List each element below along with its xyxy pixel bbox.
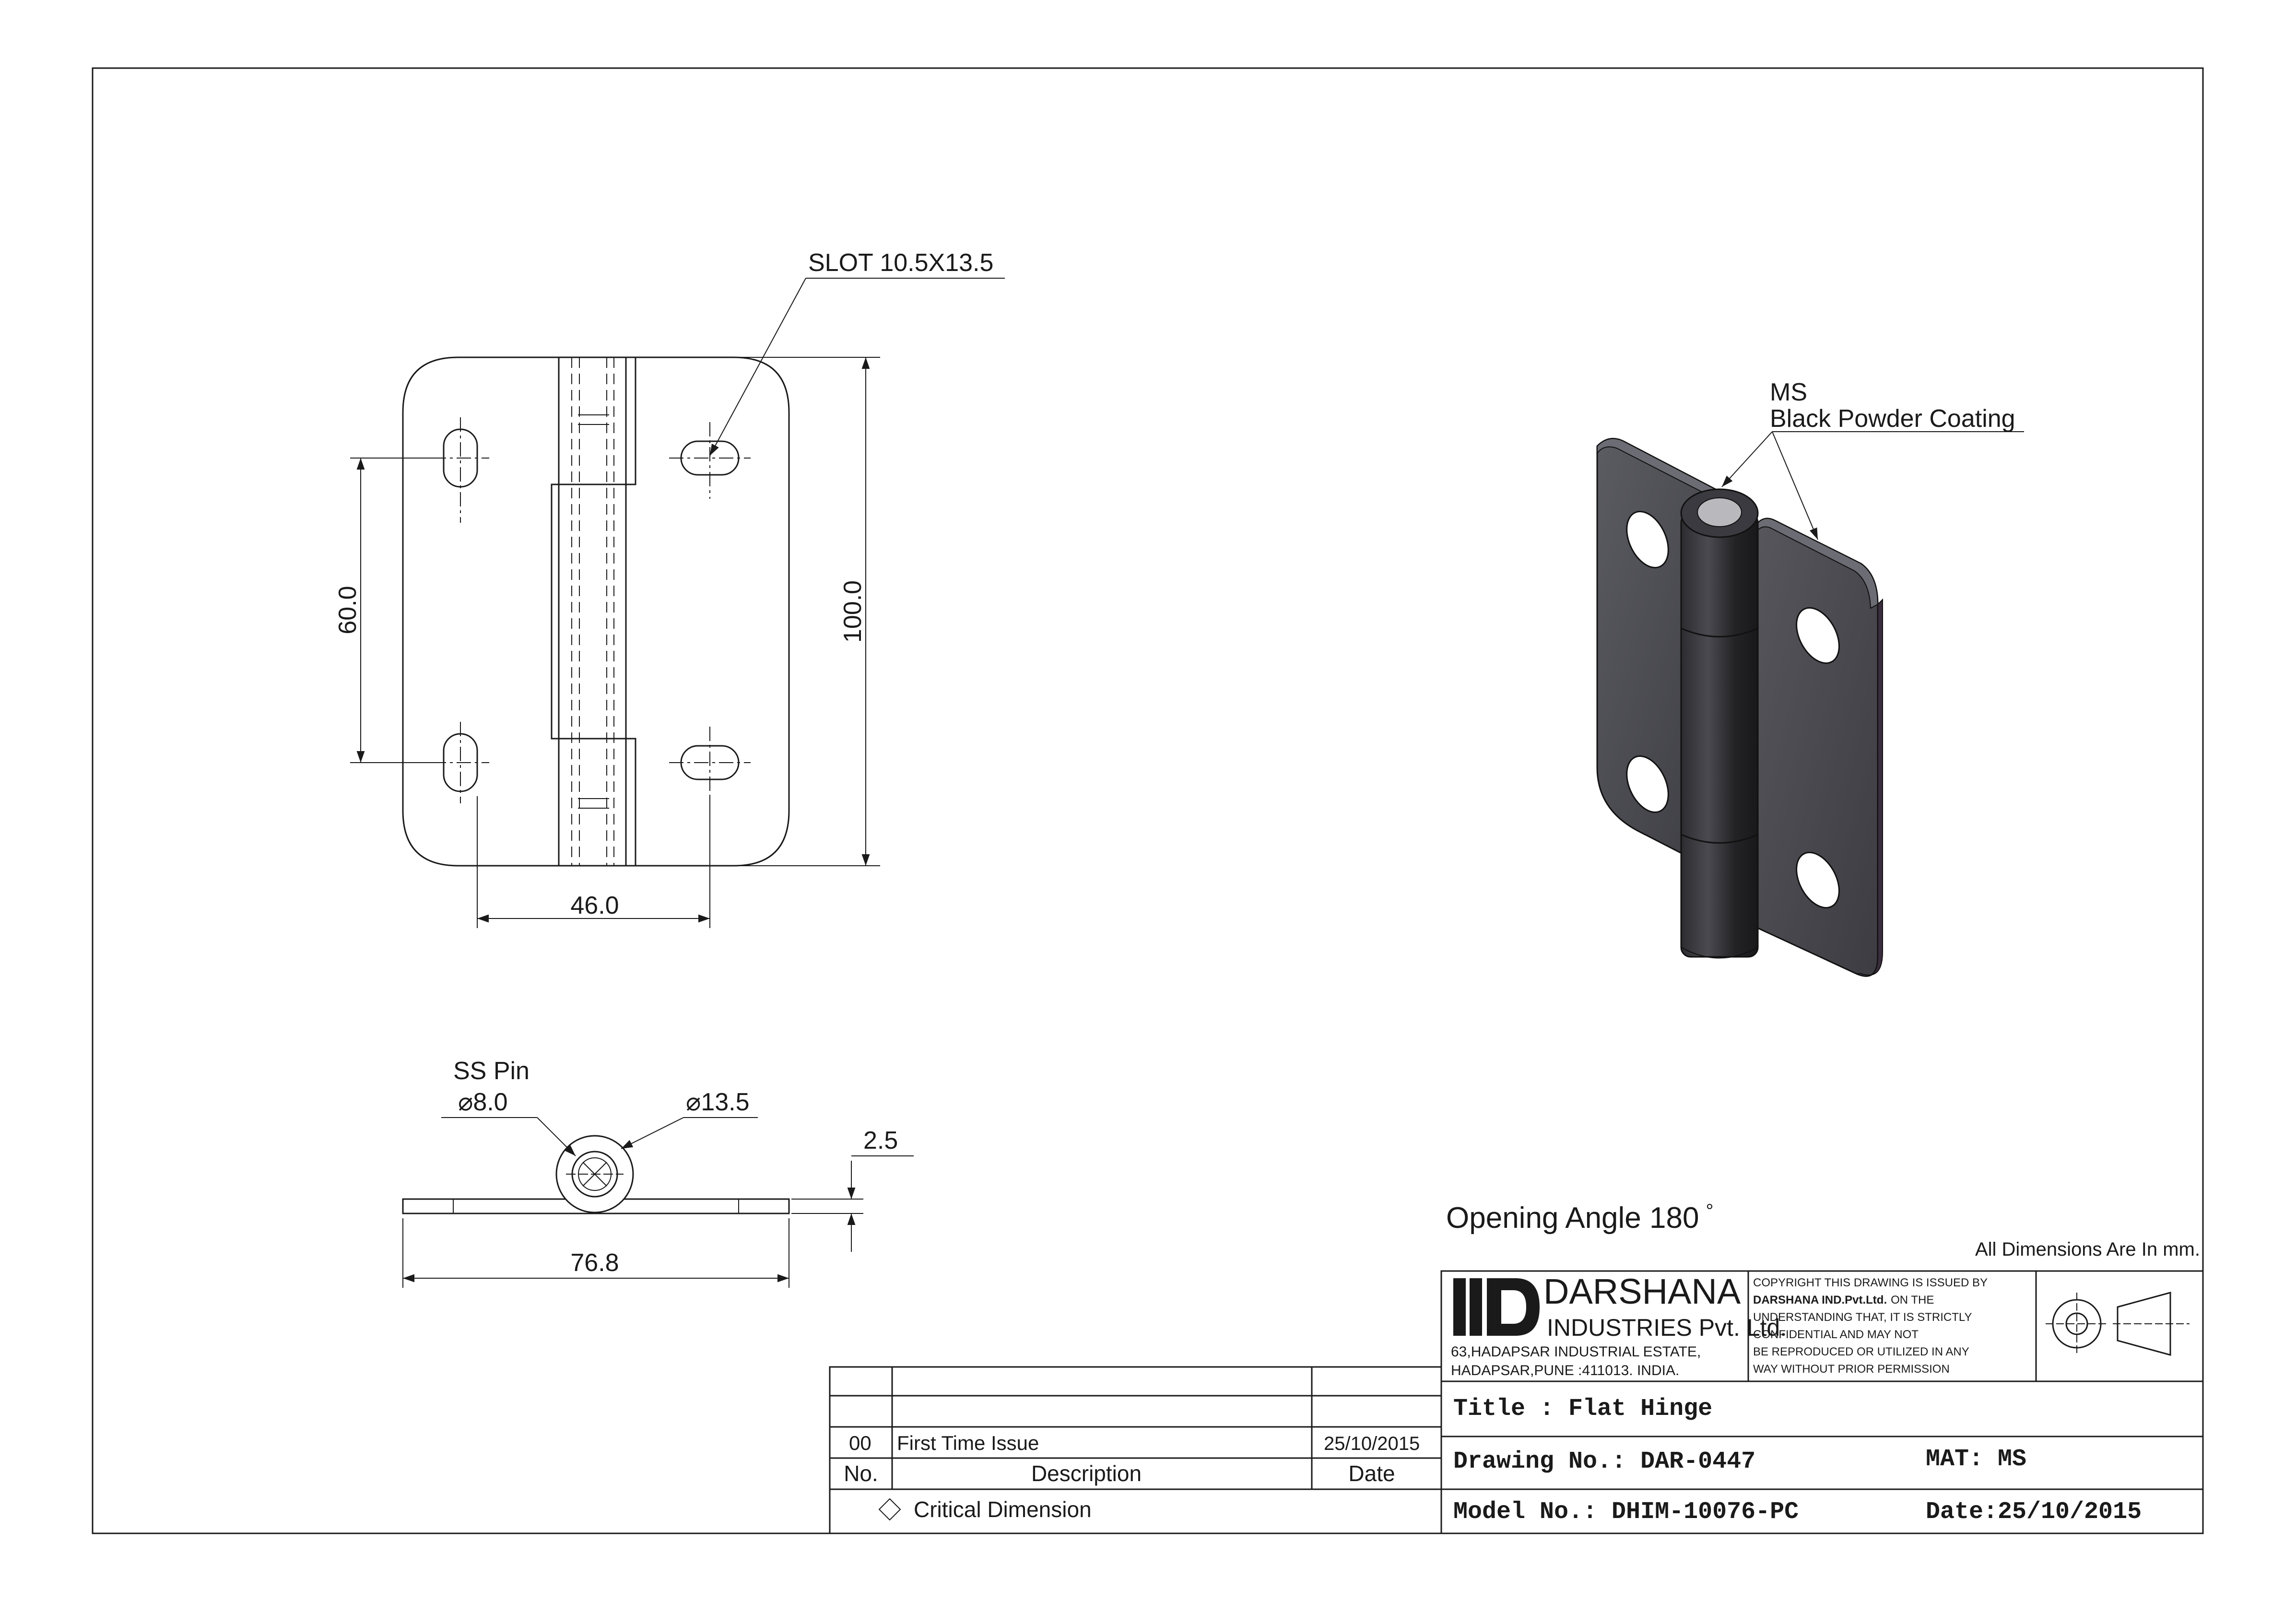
critical-diamond-icon: [878, 1498, 901, 1521]
opening-angle: Opening Angle 180°: [1446, 1201, 1713, 1235]
side-view: [402, 1117, 914, 1288]
company-address-1: 63,HADAPSAR INDUSTRIAL ESTATE,: [1451, 1344, 1701, 1360]
copyright-note: COPYRIGHT THIS DRAWING IS ISSUED BY DARS…: [1753, 1276, 1988, 1376]
material-line1: MS: [1770, 378, 1807, 406]
critical-dimension-note: Critical Dimension: [914, 1497, 1092, 1522]
svg-text:DARSHANA IND.Pvt.Ltd.ON THE: DARSHANA IND.Pvt.Ltd.ON THE: [1753, 1294, 1934, 1307]
drawing-title: Title : Flat Hinge: [1453, 1395, 1712, 1423]
company-address-2: HADAPSAR,PUNE :411013. INDIA.: [1451, 1363, 1679, 1378]
svg-text:CONFIDENTIAL AND MAY NOT: CONFIDENTIAL AND MAY NOT: [1753, 1328, 1919, 1341]
slot-label: SLOT 10.5X13.5: [808, 249, 993, 277]
knuckle-outline: [551, 356, 636, 867]
drawing-date: Date:25/10/2015: [1926, 1498, 2142, 1526]
company-subname: INDUSTRIES Pvt. Ltd.: [1547, 1314, 1787, 1341]
svg-text:BE REPRODUCED OR UTILIZED IN A: BE REPRODUCED OR UTILIZED IN ANY: [1753, 1345, 1969, 1358]
rev-row-no: 00: [849, 1432, 871, 1454]
pin-diameter: ⌀8.0: [458, 1088, 508, 1116]
hinge-barrel: [1680, 512, 1759, 958]
left-leaf-outline: [402, 356, 559, 867]
svg-text:WAY WITHOUT PRIOR PERMISSION: WAY WITHOUT PRIOR PERMISSION: [1753, 1363, 1950, 1376]
drawing-number: Drawing No.: DAR-0447: [1453, 1448, 1755, 1475]
material-line2: Black Powder Coating: [1770, 405, 2015, 433]
model-number: Model No.: DHIM-10076-PC: [1453, 1498, 1799, 1526]
company-logo-icon: [1453, 1278, 1540, 1336]
units-note: All Dimensions Are In mm.: [1975, 1239, 2200, 1260]
dim-height: 100.0: [839, 580, 867, 643]
dim-hole-spacing: 46.0: [570, 892, 619, 919]
company-name: DARSHANA: [1543, 1271, 1741, 1311]
svg-text:UNDERSTANDING THAT, IT IS STRI: UNDERSTANDING THAT, IT IS STRICTLY: [1753, 1311, 1972, 1324]
knuckle-diameter: ⌀13.5: [686, 1088, 750, 1116]
dim-hole-pitch: 60.0: [334, 586, 362, 634]
front-view: [350, 278, 1005, 928]
dim-overall-width: 76.8: [570, 1249, 619, 1277]
pin-label: SS Pin: [453, 1057, 530, 1085]
rev-header-no: No.: [844, 1461, 878, 1486]
material-spec: MAT: MS: [1926, 1446, 2026, 1473]
rev-header-description: Description: [1031, 1461, 1142, 1486]
rev-row-date: 25/10/2015: [1324, 1433, 1420, 1454]
rev-header-date: Date: [1348, 1461, 1395, 1486]
rev-row-description: First Time Issue: [897, 1432, 1039, 1454]
right-leaf-outline: [635, 356, 790, 867]
dim-thickness: 2.5: [863, 1127, 898, 1154]
svg-text:COPYRIGHT THIS DRAWING IS ISSU: COPYRIGHT THIS DRAWING IS ISSUED BY: [1753, 1276, 1988, 1289]
isometric-view: [1596, 431, 2024, 977]
title-block: [829, 1270, 2204, 1534]
